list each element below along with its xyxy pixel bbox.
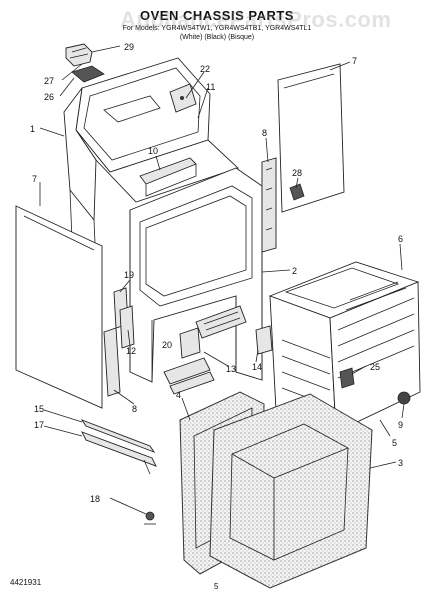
part-side-panel-7-left (15, 205, 103, 409)
leader-lines (39, 45, 405, 515)
part-rail-15 (80, 419, 156, 453)
callout-26: 26 (44, 92, 54, 102)
callout-29: 29 (124, 42, 134, 52)
part-oven-cavity-6 (268, 261, 421, 433)
page-title: OVEN CHASSIS PARTS (140, 8, 294, 23)
part-leveler-18 (144, 511, 156, 525)
callout-4: 4 (176, 390, 181, 400)
document-number: 4421931 (10, 578, 42, 587)
part-bracket-13-20 (179, 305, 247, 359)
callout-27: 27 (44, 76, 54, 86)
callout-28: 28 (292, 168, 302, 178)
callout-8-left: 8 (132, 404, 137, 414)
part-insulation-3 (209, 393, 373, 589)
callout-8-right: 8 (262, 128, 267, 138)
part-bracket-8-left (103, 327, 121, 397)
callout-6: 6 (398, 234, 403, 244)
page-number: 5 (214, 582, 219, 591)
part-side-panel-7-right (277, 63, 345, 213)
part-crossbar-10 (139, 157, 197, 197)
callout-13: 13 (226, 364, 236, 374)
callout-22: 22 (200, 64, 210, 74)
callout-10: 10 (148, 146, 158, 156)
watermark-logo: AppliancePartsPros.com (120, 7, 392, 32)
part-bracket-29-27 (65, 43, 93, 67)
callout-7-right: 7 (352, 56, 357, 66)
callout-9: 9 (398, 420, 403, 430)
part-chassis-frame-1 (63, 57, 263, 383)
callout-18: 18 (90, 494, 100, 504)
callout-17: 17 (34, 420, 44, 430)
callout-25: 25 (370, 362, 380, 372)
part-bracket-8-right (261, 157, 277, 253)
callout-1: 1 (30, 124, 35, 134)
model-numbers: For Models: YGR4WS4TW1, YGR4WS4TB1, YGR4… (122, 25, 312, 32)
callout-7-left: 7 (32, 174, 37, 184)
callout-labels: 29 27 26 1 22 11 10 7 8 28 7 2 6 19 12 2… (30, 42, 403, 504)
callout-15: 15 (34, 404, 44, 414)
part-pad-26 (71, 65, 105, 83)
callout-11: 11 (206, 82, 215, 92)
part-rail-lower (163, 357, 215, 395)
part-hinge-22 (169, 83, 197, 113)
part-light-socket-25 (339, 367, 355, 389)
callout-12: 12 (126, 346, 136, 356)
part-rail-17 (81, 431, 157, 467)
part-bracket-19-12 (113, 287, 135, 349)
part-bracket-14 (255, 325, 273, 355)
callout-5: 5 (392, 438, 397, 448)
callout-14: 14 (252, 362, 262, 372)
model-colors: (White) (Black) (Bisque) (179, 34, 255, 41)
callout-19: 19 (124, 270, 134, 280)
callout-3: 3 (398, 458, 403, 468)
callout-20: 20 (162, 340, 172, 350)
callout-2: 2 (292, 266, 297, 276)
part-knob-9 (397, 391, 411, 405)
